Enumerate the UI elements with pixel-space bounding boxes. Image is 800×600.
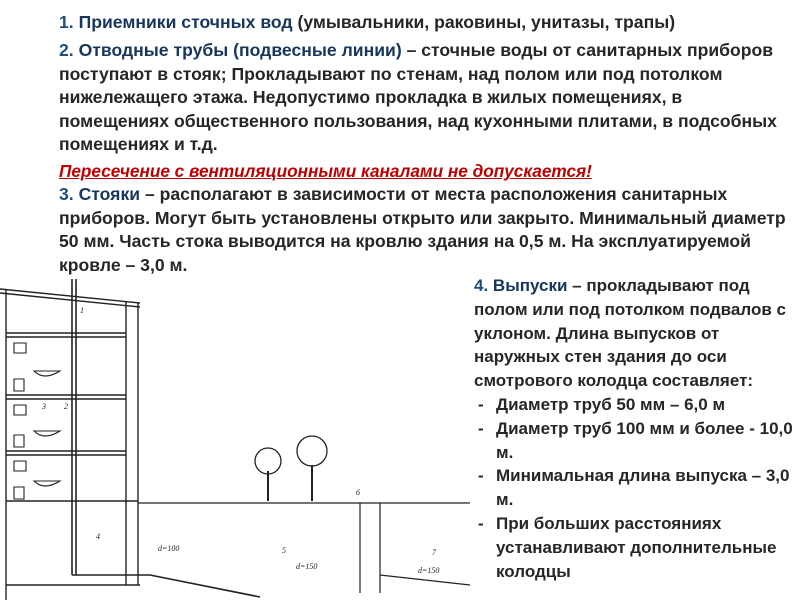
trees (254, 435, 328, 501)
item-2-paragraph: 2. Отводные трубы (подвесные линии) – ст… (59, 39, 794, 157)
label-d100: d=100 (158, 544, 179, 553)
item-2-term: Отводные трубы (подвесные линии) (78, 40, 402, 60)
item-1-text: (умывальники, раковины, унитазы, трапы) (292, 12, 676, 32)
item-4-text: – прокладывают под полом или под потолко… (474, 276, 786, 391)
ventilation-warning: Пересечение с вентиляционными каналами н… (59, 161, 592, 181)
fixtures (13, 342, 62, 500)
item-2-text: – сточные воды от санитарных приборов по… (59, 40, 777, 154)
label-2: 2 (64, 402, 68, 411)
outlet-length-list: Диаметр труб 50 мм – 6,0 м Диаметр труб … (474, 393, 796, 583)
list-item: Диаметр труб 50 мм – 6,0 м (474, 393, 796, 417)
label-6: 6 (356, 488, 360, 497)
label-4: 4 (96, 532, 100, 541)
label-5: 5 (282, 546, 286, 555)
drain-stack (71, 279, 261, 598)
list-item: При больших расстояниях устанавливают до… (474, 512, 796, 583)
item-1-term: Приемники сточных вод (78, 12, 293, 32)
item-4-term: Выпуски (492, 276, 568, 295)
item-1-paragraph: 1. Приемники сточных вод (умывальники, р… (59, 11, 794, 35)
list-item: Диаметр труб 100 мм и более - 10,0 м. (474, 417, 796, 465)
label-d150-a: d=150 (296, 562, 317, 571)
label-1: 1 (80, 306, 84, 315)
item-2-number: 2. (59, 40, 74, 60)
sewer-system-drawing: 1 2 3 4 5 6 7 d=100 d=150 d=150 (0, 279, 470, 600)
item-3-paragraph: 3. Стояки – располагают в зависимости от… (59, 183, 794, 277)
item-4-number: 4. (474, 276, 489, 295)
item-4-paragraph: 4. Выпуски – прокладывают под полом или … (474, 274, 796, 393)
label-3: 3 (41, 402, 46, 411)
item-1-number: 1. (59, 12, 74, 32)
item-3-text: – располагают в зависимости от места рас… (59, 184, 786, 275)
label-d150-b: d=150 (418, 566, 439, 575)
item-3-number: 3. (59, 184, 74, 204)
item-3-term: Стояки (78, 184, 141, 204)
ground-surface (138, 502, 470, 593)
item-4-block: 4. Выпуски – прокладывают под полом или … (474, 274, 796, 583)
list-item: Минимальная длина выпуска – 3,0 м. (474, 464, 796, 512)
label-7: 7 (432, 548, 437, 557)
building-outline (0, 288, 141, 600)
